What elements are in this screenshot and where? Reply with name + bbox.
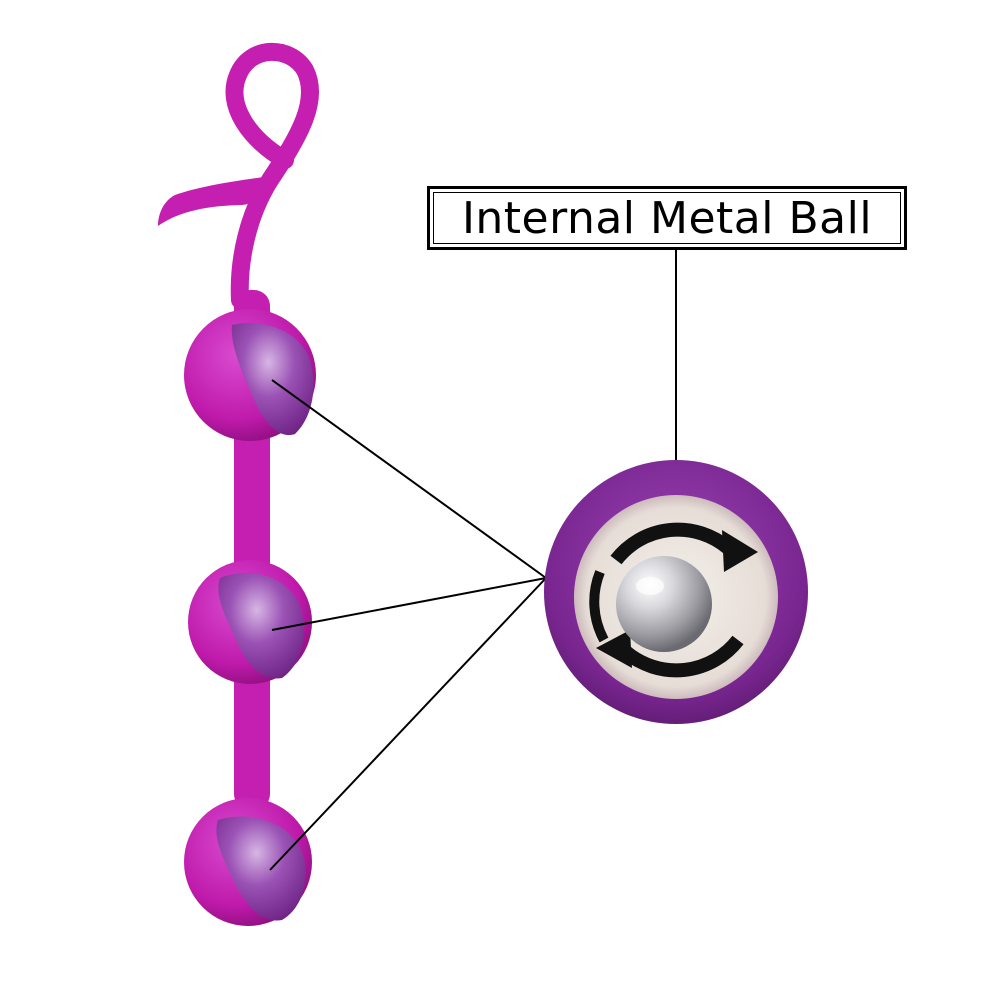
leader-lines: [269, 250, 677, 871]
ball-middle: [188, 560, 312, 684]
metal-ball-icon: [616, 556, 712, 652]
callout-label: Internal Metal Ball: [461, 192, 873, 244]
magnified-ball: [544, 460, 808, 724]
rotation-arrows-icon: [589, 522, 744, 678]
loop-handle-icon: [158, 42, 320, 309]
ball-top: [184, 309, 316, 441]
ball-bottom: [184, 798, 312, 926]
callout-label-box: Internal Metal Ball: [427, 186, 907, 250]
